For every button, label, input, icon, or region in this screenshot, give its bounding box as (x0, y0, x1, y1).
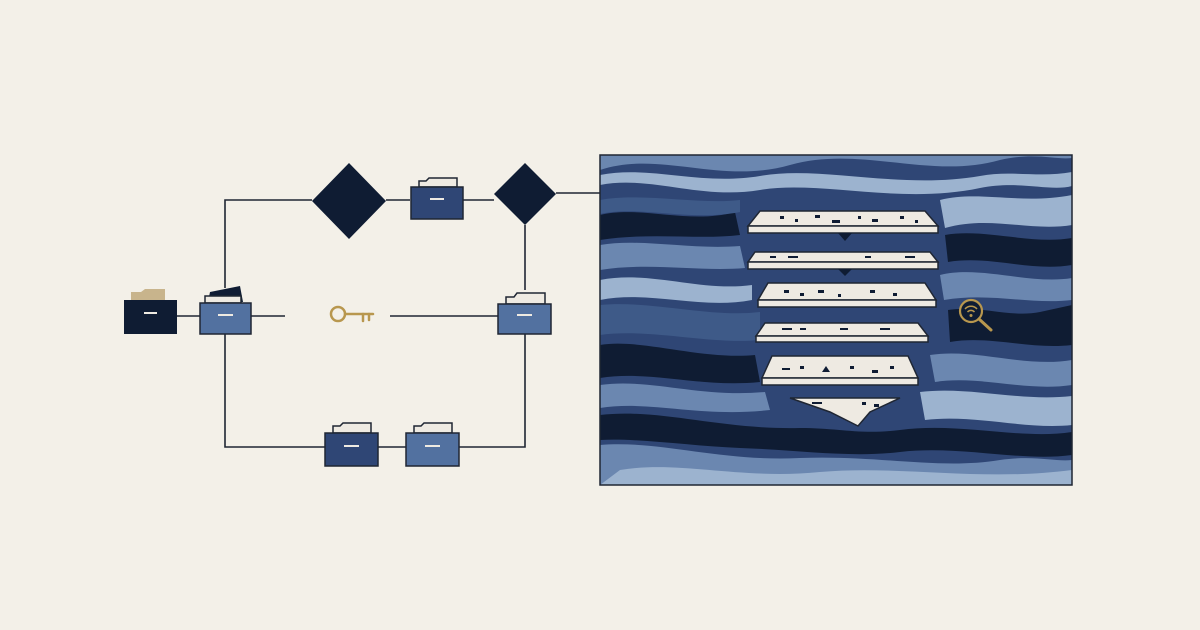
paper-debris (770, 215, 918, 407)
magnifier-signal-icon (958, 298, 993, 332)
file-drawer-icon (199, 286, 252, 335)
connector-bottom-branch (224, 334, 325, 448)
file-drawer-icon (324, 422, 379, 467)
diamond-icon (494, 163, 556, 225)
connector-bottom-return (459, 334, 526, 448)
key-icon (329, 305, 375, 323)
file-drawer-icon (410, 177, 464, 220)
folder-icon (124, 289, 177, 334)
paper-layer (760, 355, 920, 379)
paper-layer-stack (746, 210, 940, 427)
file-drawer-icon (405, 422, 460, 467)
flow-connectors (177, 192, 600, 448)
paper-layer (746, 210, 940, 227)
paper-layer (789, 397, 901, 427)
diamond-icon (312, 163, 386, 239)
connector-top-branch (224, 199, 312, 288)
strata-panel (599, 154, 1073, 486)
file-drawer-icon (497, 292, 552, 335)
